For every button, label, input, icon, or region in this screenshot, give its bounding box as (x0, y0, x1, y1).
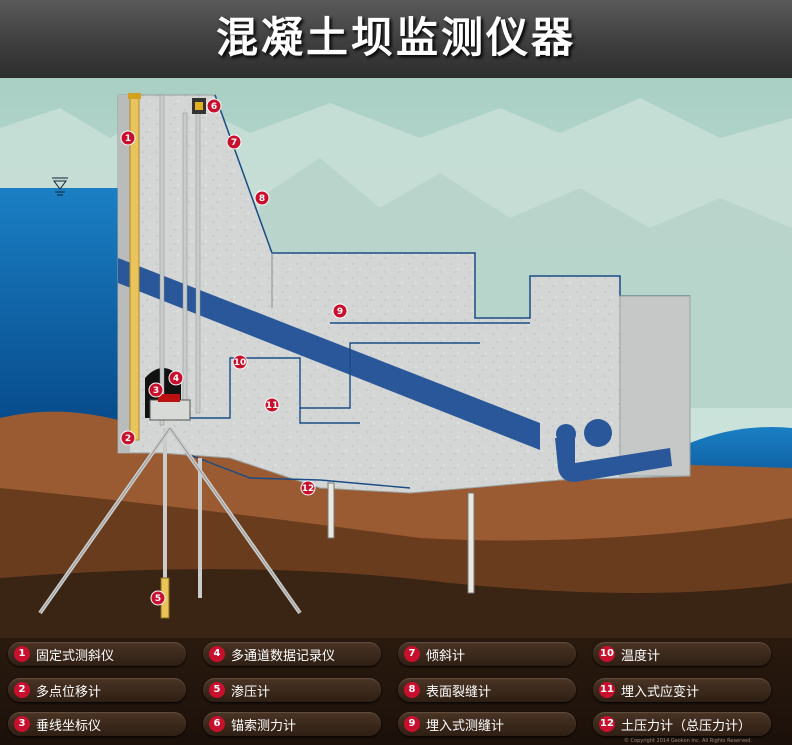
callout-3: 3 (148, 382, 164, 398)
reservoir-water (0, 188, 132, 428)
drainage-gallery-end (584, 419, 612, 447)
instrument-legend: 1 固定式测斜仪 2 多点位移计 3 垂线坐标仪 4 多通道数据记录仪 5 渗压计 6 锚索… (0, 638, 792, 745)
legend-number: 9 (404, 716, 420, 732)
legend-item: 7 倾斜计 (398, 642, 576, 666)
legend-number: 2 (14, 682, 30, 698)
legend-label: 埋入式应变计 (621, 685, 700, 700)
legend-item: 9 埋入式测缝计 (398, 712, 576, 736)
legend-item: 2 多点位移计 (8, 678, 186, 702)
header-banner: 混凝土坝监测仪器 (0, 0, 792, 78)
callout-10: 10 (232, 354, 248, 370)
callout-label: 4 (173, 374, 179, 384)
callout-4: 4 (168, 370, 184, 386)
callout-6: 6 (206, 98, 222, 114)
callout-11: 11 (264, 397, 280, 413)
legend-label: 表面裂缝计 (426, 685, 492, 700)
callout-7: 7 (226, 134, 242, 150)
callout-label: 12 (302, 484, 315, 494)
callout-label: 10 (234, 358, 247, 368)
callout-9: 9 (332, 303, 348, 319)
legend-item: 10 温度计 (593, 642, 771, 666)
legend-item: 1 固定式测斜仪 (8, 642, 186, 666)
legend-label: 垂线坐标仪 (36, 719, 102, 734)
legend-label: 倾斜计 (426, 649, 466, 664)
legend-label: 多点位移计 (36, 685, 102, 700)
legend-label: 土压力计（总压力计） (621, 719, 752, 734)
callout-5: 5 (150, 590, 166, 606)
legend-item: 4 多通道数据记录仪 (203, 642, 381, 666)
legend-label: 多通道数据记录仪 (231, 649, 336, 664)
callout-label: 9 (337, 307, 343, 317)
legend-number: 5 (209, 682, 225, 698)
instrument-cables (184, 322, 530, 489)
callout-label: 11 (266, 401, 279, 411)
inclined-gallery (118, 258, 540, 450)
legend-number: 10 (599, 646, 615, 662)
legend-number: 4 (209, 646, 225, 662)
legend-number: 12 (599, 716, 615, 732)
water-level-icon (52, 177, 68, 196)
page-title: 混凝土坝监测仪器 (215, 13, 576, 62)
legend-item: 3 垂线坐标仪 (8, 712, 186, 736)
legend-label: 渗压计 (231, 685, 271, 700)
foundation-anchors-outline (39, 427, 301, 614)
callout-12: 12 (300, 480, 316, 496)
callout-label: 8 (259, 194, 265, 204)
piezometer-c (467, 492, 475, 594)
callout-label: 7 (231, 138, 237, 148)
legend-item: 12 土压力计（总压力计） (593, 712, 771, 736)
callout-label: 3 (153, 386, 159, 396)
legend-item: 11 埋入式应变计 (593, 678, 771, 702)
legend-number: 7 (404, 646, 420, 662)
legend-number: 3 (14, 716, 30, 732)
callout-label: 5 (155, 594, 161, 604)
callout-label: 1 (125, 134, 131, 144)
plumb-line-rods (159, 94, 206, 426)
legend-number: 8 (404, 682, 420, 698)
legend-item: 5 渗压计 (203, 678, 381, 702)
dam-joint-lines (214, 94, 690, 319)
legend-number: 11 (599, 682, 615, 698)
callout-label: 2 (125, 434, 131, 444)
callout-2: 2 (120, 430, 136, 446)
piezometer-b (327, 482, 335, 539)
legend-label: 固定式测斜仪 (36, 649, 115, 664)
legend-number: 6 (209, 716, 225, 732)
legend-label: 温度计 (621, 649, 661, 664)
drainage-gallery (555, 438, 672, 482)
legend-label: 埋入式测缝计 (426, 719, 505, 734)
callout-8: 8 (254, 190, 270, 206)
legend-item: 6 锚索测力计 (203, 712, 381, 736)
plumb-base (149, 399, 191, 421)
callout-1: 1 (120, 130, 136, 146)
legend-label: 锚索测力计 (231, 719, 297, 734)
callout-label: 6 (211, 102, 217, 112)
copyright-note: © Copyright 2014 Geokon Inc. All Rights … (623, 738, 752, 744)
legend-number: 1 (14, 646, 30, 662)
legend-item: 8 表面裂缝计 (398, 678, 576, 702)
